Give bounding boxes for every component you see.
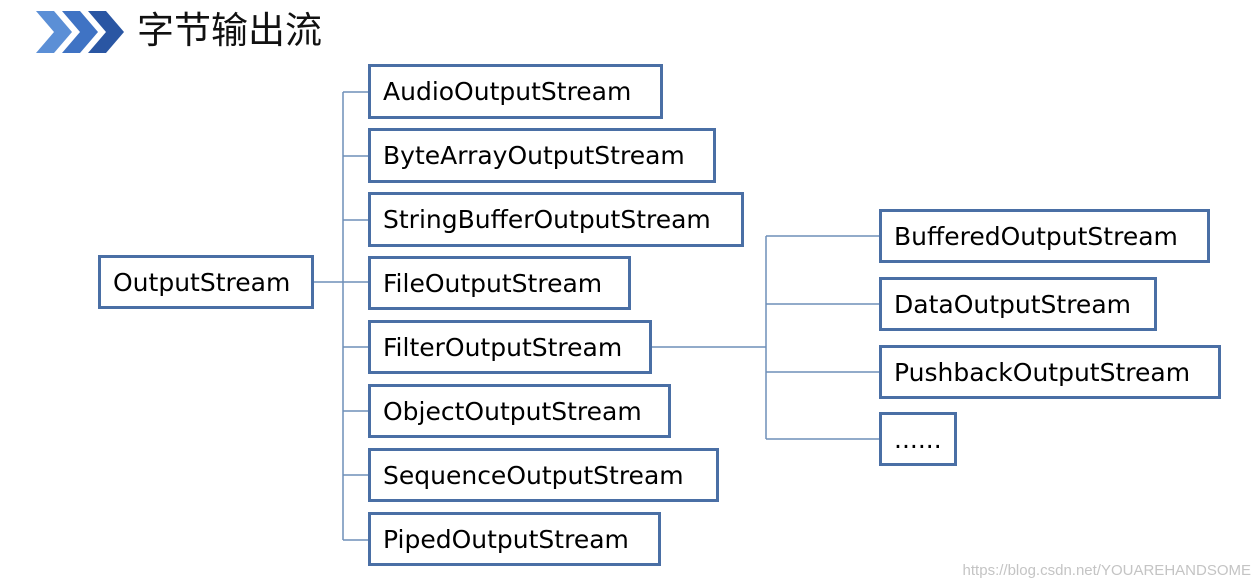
node-bytearrayoutputstream: ByteArrayOutputStream (368, 128, 716, 183)
node-pipedoutputstream: PipedOutputStream (368, 512, 661, 566)
page-title: 字节输出流 (137, 9, 322, 52)
node-dataoutputstream: DataOutputStream (879, 277, 1157, 331)
node-sequenceoutputstream: SequenceOutputStream (368, 448, 719, 502)
node-stringbufferoutputstream: StringBufferOutputStream (368, 192, 744, 247)
node-objectoutputstream: ObjectOutputStream (368, 384, 671, 438)
watermark: https://blog.csdn.net/YOUAREHANDSOME (962, 562, 1251, 579)
triple-chevron-icon (36, 11, 124, 53)
node-bufferedoutputstream: BufferedOutputStream (879, 209, 1210, 263)
node-audiooutputstream: AudioOutputStream (368, 64, 663, 119)
node-filteroutputstream: FilterOutputStream (368, 320, 652, 374)
node-ellipsis: ...... (879, 412, 957, 466)
node-outputstream: OutputStream (98, 255, 314, 309)
node-fileoutputstream: FileOutputStream (368, 256, 631, 310)
node-pushbackoutputstream: PushbackOutputStream (879, 345, 1221, 399)
